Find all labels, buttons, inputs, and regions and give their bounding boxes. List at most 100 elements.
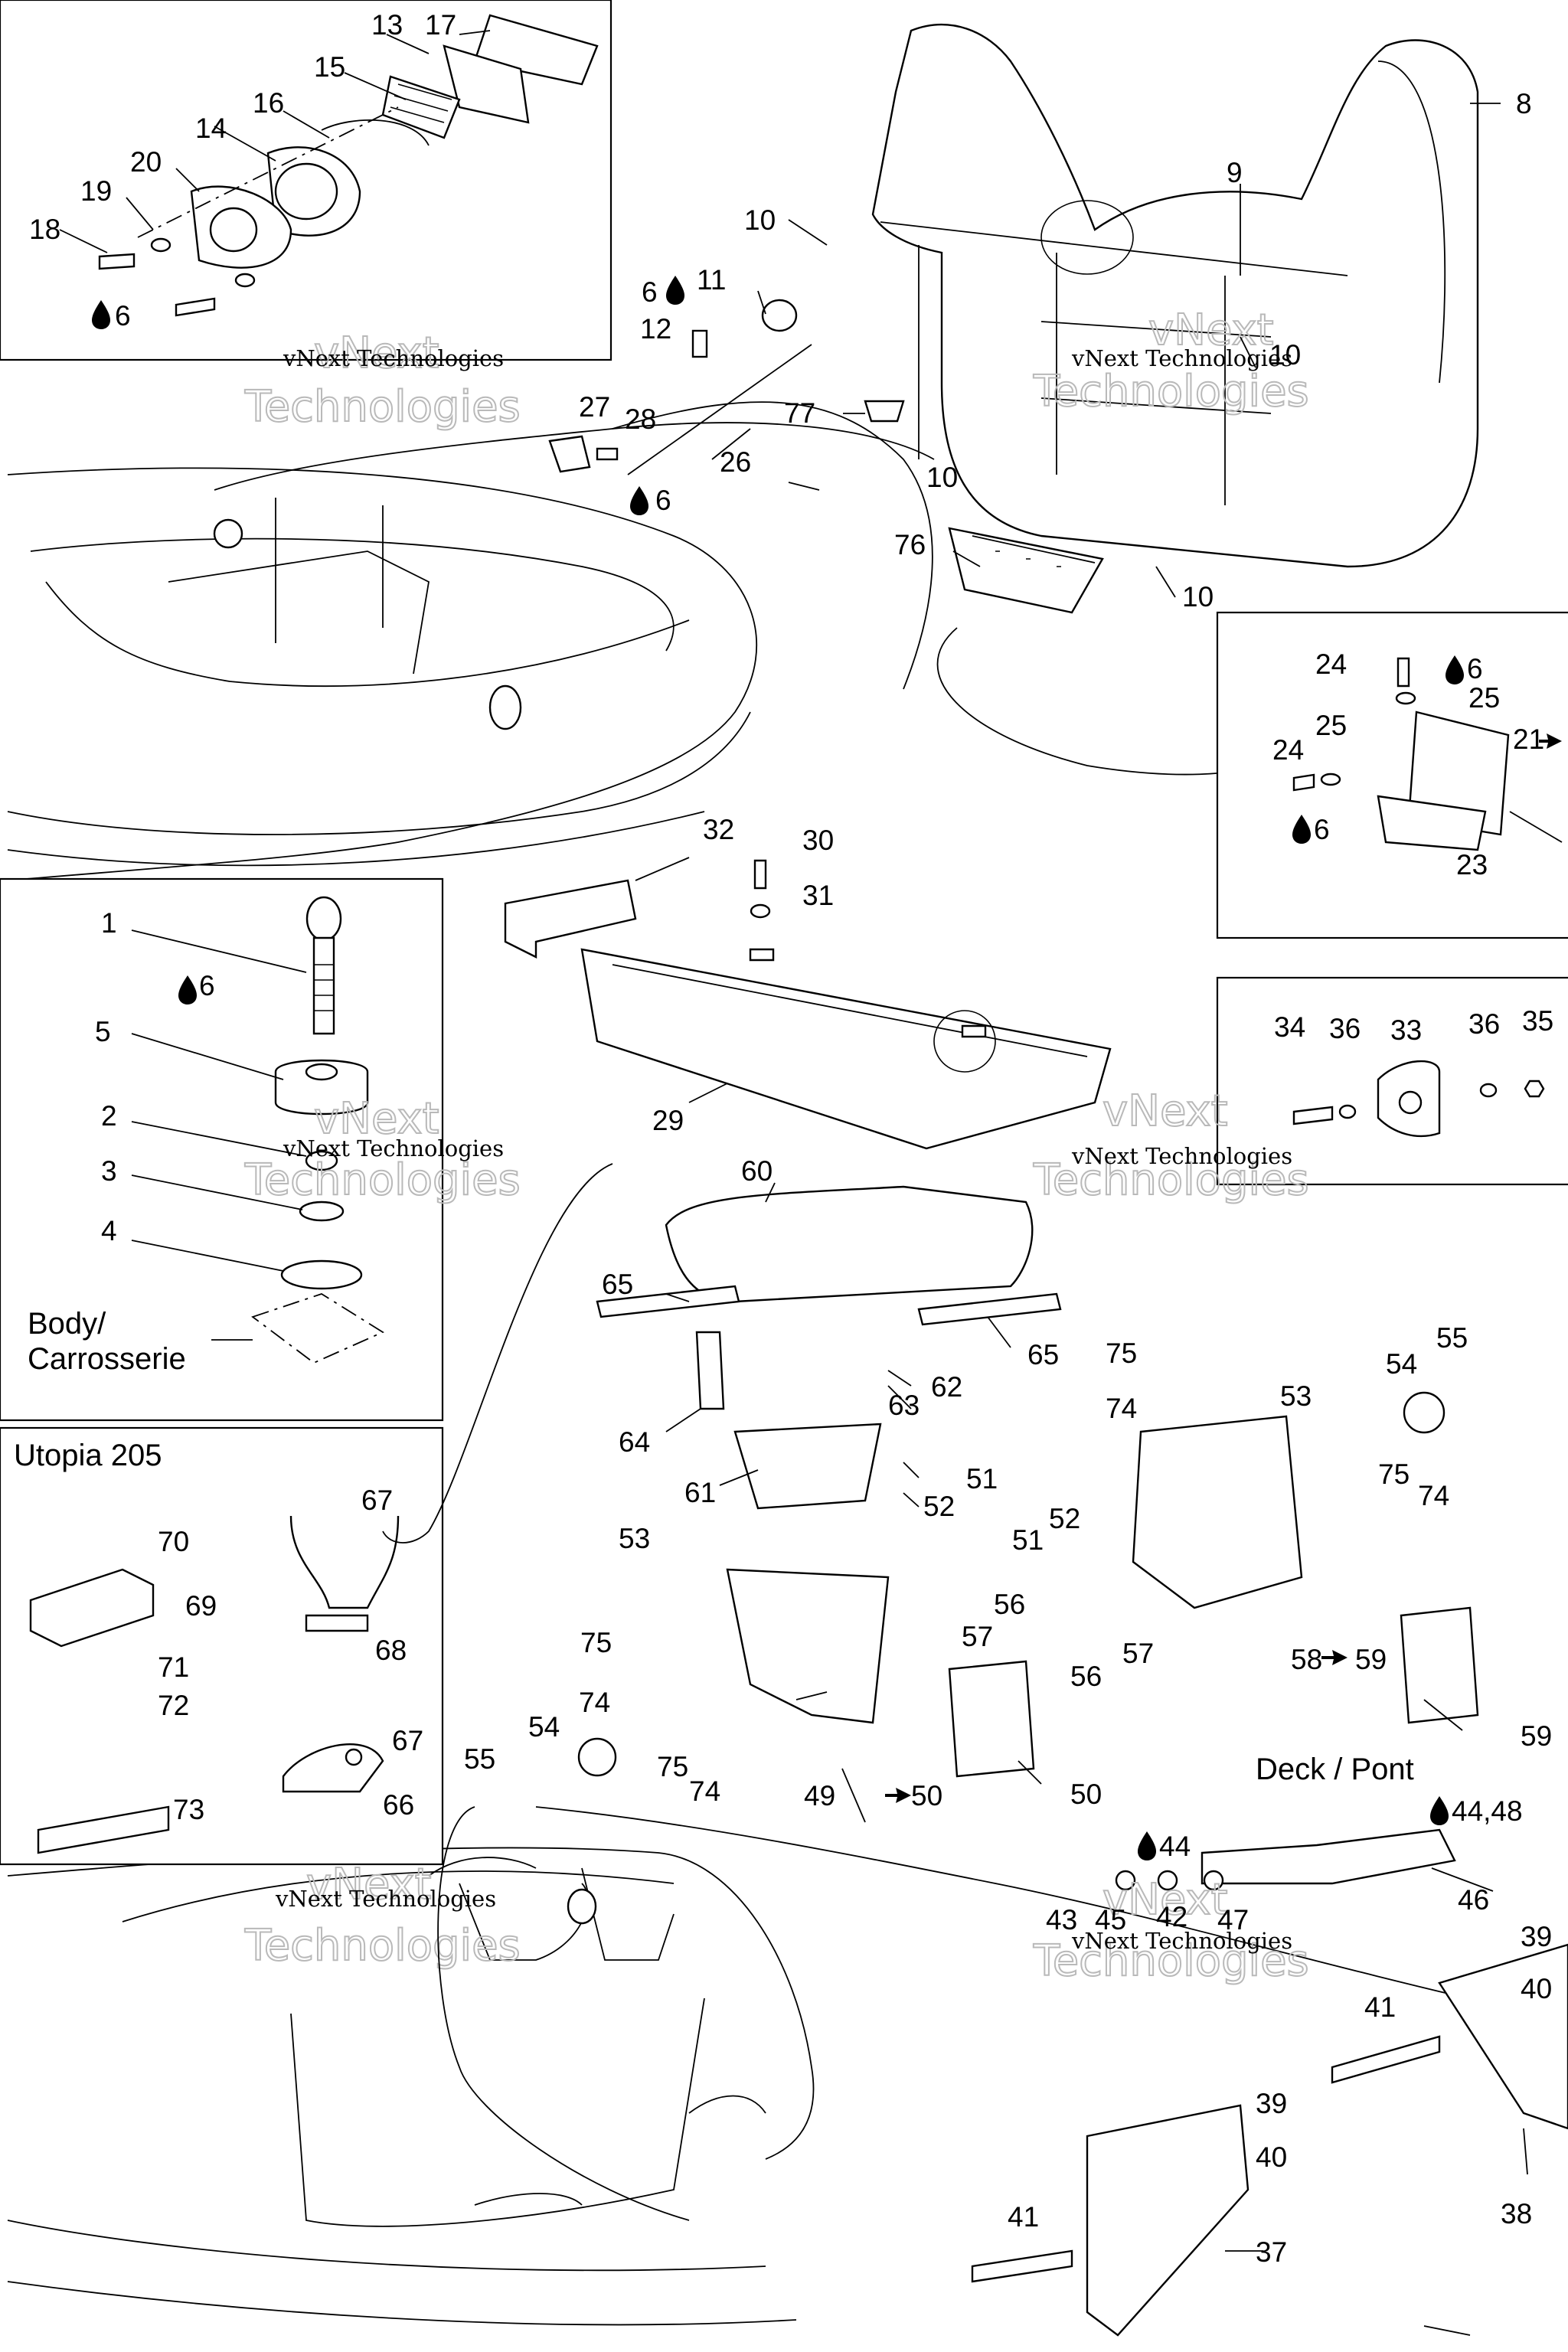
- part-number-46: 46: [1458, 1884, 1489, 1916]
- part-number-6: 6: [1314, 814, 1330, 845]
- part-number-62: 62: [931, 1371, 962, 1403]
- captions: Body/ Carrosserie Utopia 205 Deck / Pont: [14, 1307, 1414, 1786]
- part-number-39: 39: [1256, 2088, 1287, 2119]
- storage-bin: [504, 859, 1112, 1150]
- part-number-12: 12: [640, 313, 671, 345]
- part-number-71: 71: [158, 1651, 189, 1683]
- part-number-16: 16: [253, 87, 284, 119]
- part-number-4: 4: [101, 1215, 117, 1246]
- watermark-technologies: Technologies: [244, 1155, 521, 1205]
- part-number-55: 55: [1436, 1322, 1468, 1354]
- part-number-6: 6: [115, 300, 131, 332]
- watermark-vnext: vNext: [1148, 305, 1274, 355]
- part-number-17: 17: [425, 9, 456, 41]
- part-number-45: 45: [1095, 1904, 1126, 1936]
- watermark-vnext: vNext: [314, 328, 439, 378]
- part-number-15: 15: [314, 51, 345, 83]
- part-number-75: 75: [1378, 1459, 1410, 1490]
- droplet-icon: [630, 486, 648, 515]
- part-number-39: 39: [1521, 1921, 1552, 1952]
- part-number-9: 9: [1227, 157, 1243, 188]
- part-number-10: 10: [1182, 581, 1214, 612]
- part-number-5: 5: [95, 1016, 111, 1047]
- part-number-73: 73: [173, 1794, 204, 1825]
- seat-assembly: [871, 24, 1479, 568]
- boat-hull-upper: [7, 401, 935, 881]
- inset-bumper-detail: [0, 877, 444, 1422]
- part-number-31: 31: [802, 880, 834, 911]
- cleat-parts: [98, 14, 599, 317]
- part-number-66: 66: [383, 1789, 414, 1821]
- part-number-51: 51: [1012, 1524, 1044, 1556]
- part-number-41: 41: [1008, 2201, 1039, 2233]
- part-number-52: 52: [1049, 1503, 1080, 1534]
- watermark-middleleft: vNext Technologies vNext Technologies: [243, 1093, 521, 1206]
- arrow-right-icon: [1321, 1650, 1348, 1665]
- part-number-32: 32: [703, 814, 734, 845]
- part-number-6: 6: [199, 970, 215, 1001]
- deck-caption: Deck / Pont: [1256, 1753, 1414, 1786]
- cover-assembly: [577, 1185, 1479, 1778]
- watermark-topleft: vNext Technologies vNext Technologies: [243, 328, 521, 433]
- part-number-49: 49: [804, 1780, 835, 1811]
- part-number-50: 50: [1070, 1779, 1102, 1810]
- part-number-36: 36: [1468, 1008, 1500, 1040]
- part-number-57: 57: [1122, 1638, 1154, 1669]
- part-number-58: 58: [1291, 1644, 1322, 1675]
- watermark-company: vNext Technologies: [275, 1886, 496, 1912]
- leader-lines: [59, 30, 1528, 2336]
- part-number-19: 19: [80, 175, 112, 207]
- part-numbers: 13 17 15 16 14 20 19 18 6 8 9 10 10 10 1…: [29, 9, 1553, 2268]
- watermark-technologies: Technologies: [244, 1921, 521, 1971]
- part-number-13: 13: [371, 9, 403, 41]
- part-number-65: 65: [602, 1269, 633, 1300]
- watermark-bottomright: vNext Technologies vNext Technologies: [1032, 1874, 1310, 1987]
- part-number-74: 74: [689, 1775, 720, 1807]
- part-number-33: 33: [1390, 1014, 1422, 1046]
- watermark-company: vNext Technologies: [283, 1135, 504, 1161]
- watermark-vnext: vNext: [314, 1094, 439, 1144]
- watermark-company: vNext Technologies: [1071, 1143, 1292, 1169]
- part-number-36: 36: [1329, 1013, 1361, 1044]
- utopia-caption: Utopia 205: [14, 1439, 162, 1472]
- part-number-14: 14: [195, 113, 227, 144]
- part-number-54: 54: [528, 1711, 560, 1743]
- part-number-65: 65: [1027, 1339, 1059, 1370]
- inset-hinge-detail: [1216, 611, 1568, 939]
- inset-utopia-detail: [0, 1426, 444, 1866]
- part-number-3: 3: [101, 1155, 117, 1187]
- droplet-icon: [92, 300, 110, 329]
- part-number-40: 40: [1521, 1973, 1552, 2004]
- part-number-27: 27: [579, 391, 610, 423]
- part-number-8: 8: [1516, 88, 1532, 119]
- part-number-54: 54: [1386, 1348, 1417, 1380]
- part-number-6: 6: [1467, 653, 1483, 684]
- watermark-technologies: Technologies: [1033, 367, 1309, 416]
- part-number-75: 75: [657, 1751, 688, 1782]
- adhesive-markers: [92, 276, 1464, 1860]
- part-number-57: 57: [962, 1621, 993, 1652]
- arrow-right-icon: [885, 1788, 911, 1803]
- part-number-50: 50: [911, 1780, 942, 1811]
- watermark-technologies: Technologies: [1033, 1936, 1309, 1986]
- part-number-67: 67: [361, 1485, 393, 1516]
- part-number-23: 23: [1456, 849, 1488, 880]
- part-number-70: 70: [158, 1526, 189, 1557]
- part-number-11: 11: [697, 264, 726, 296]
- part-number-29: 29: [652, 1105, 684, 1136]
- latch-parts: [1292, 1060, 1545, 1138]
- part-number-44-48: 44,48: [1452, 1795, 1523, 1827]
- handles-and-rails: [971, 1828, 1568, 2337]
- utopia-parts: [29, 1515, 400, 1854]
- part-number-25: 25: [1315, 710, 1347, 741]
- reference-arrows: [885, 733, 1562, 1803]
- part-number-59: 59: [1355, 1644, 1387, 1675]
- part-number-75: 75: [580, 1627, 612, 1658]
- watermark-vnext: vNext: [306, 1860, 432, 1909]
- part-number-63: 63: [888, 1390, 920, 1421]
- body-caption-en: Body/: [28, 1307, 106, 1341]
- part-number-25: 25: [1468, 682, 1500, 714]
- droplet-icon: [1430, 1796, 1449, 1825]
- part-number-60: 60: [741, 1155, 773, 1187]
